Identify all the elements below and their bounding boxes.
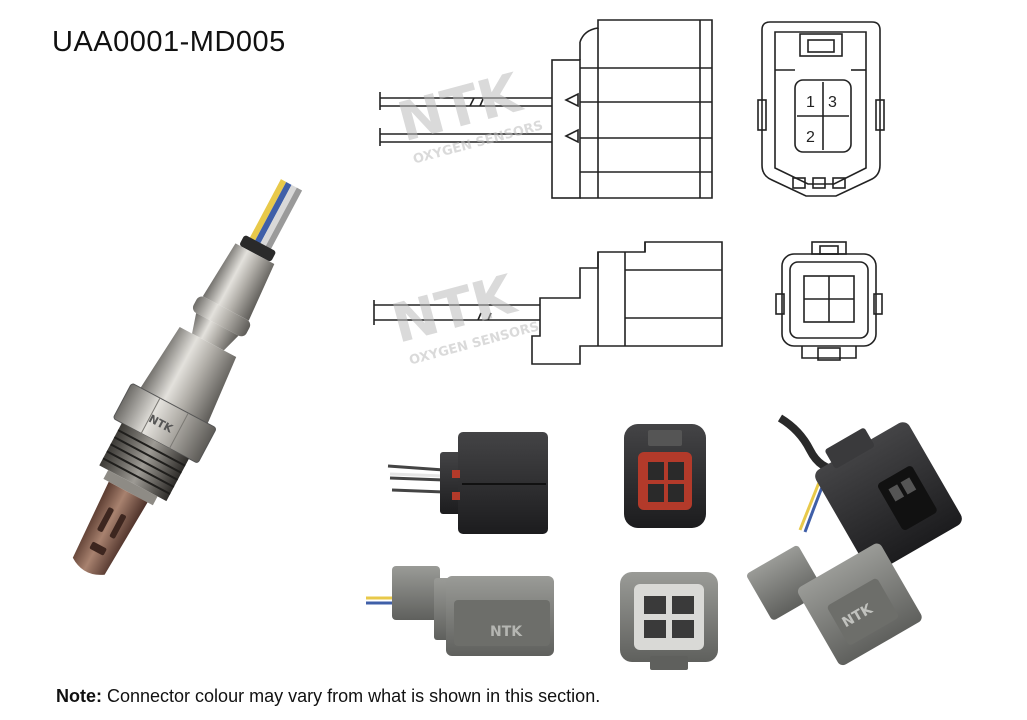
- ntk-watermark-middle: NTK OXYGEN SENSORS: [386, 262, 541, 368]
- mated-connector-pair-photo: NTK: [747, 414, 962, 666]
- pin-label-2: 2: [806, 129, 815, 146]
- black-connector-face-photo: [624, 424, 706, 528]
- note-label: Note:: [56, 686, 102, 706]
- pin-label-1: 1: [806, 94, 815, 111]
- grey-plug-side-photo: NTK: [366, 566, 554, 656]
- ntk-label-grey-plug: NTK: [490, 624, 523, 640]
- diagram-plug-side-middle: [373, 241, 723, 365]
- note-text: Connector colour may vary from what is s…: [102, 686, 601, 706]
- part-number-title: UAA0001-MD005: [52, 26, 286, 58]
- diagram-connector-side-top: [379, 19, 713, 199]
- pin-label-3: 3: [828, 94, 837, 111]
- diagram-connector-face-top: [757, 21, 885, 197]
- black-connector-photo: [387, 432, 548, 534]
- diagram-plug-face-middle: [775, 241, 883, 361]
- oxygen-sensor-photo: NTK: [72, 179, 303, 575]
- grey-plug-face-photo: [620, 572, 718, 670]
- connector-colour-note: Note: Connector colour may vary from wha…: [56, 686, 600, 707]
- ntk-watermark-top: NTK OXYGEN SENSORS: [391, 61, 544, 168]
